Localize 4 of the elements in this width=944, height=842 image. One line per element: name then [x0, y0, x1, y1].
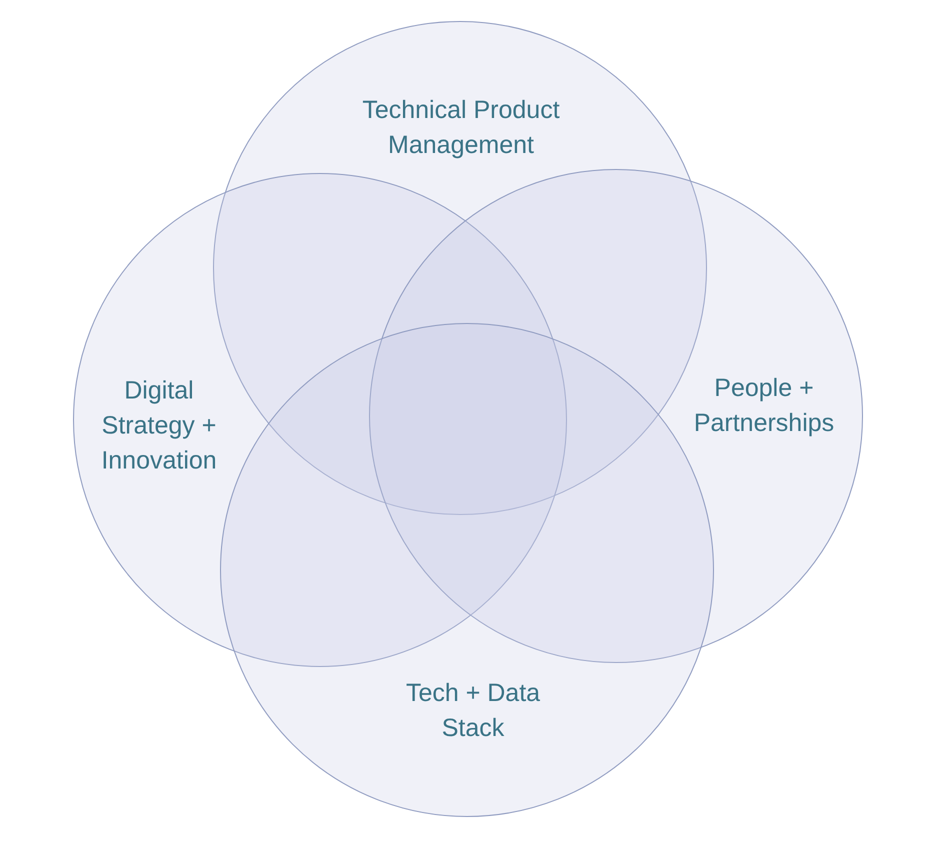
circle-label: Technical Product Management [361, 95, 561, 161]
circle-label: Tech + Data Stack [404, 678, 542, 744]
circle-label: People + Partnerships [692, 373, 836, 439]
circle-label: Digital Strategy + Innovation [100, 376, 218, 476]
